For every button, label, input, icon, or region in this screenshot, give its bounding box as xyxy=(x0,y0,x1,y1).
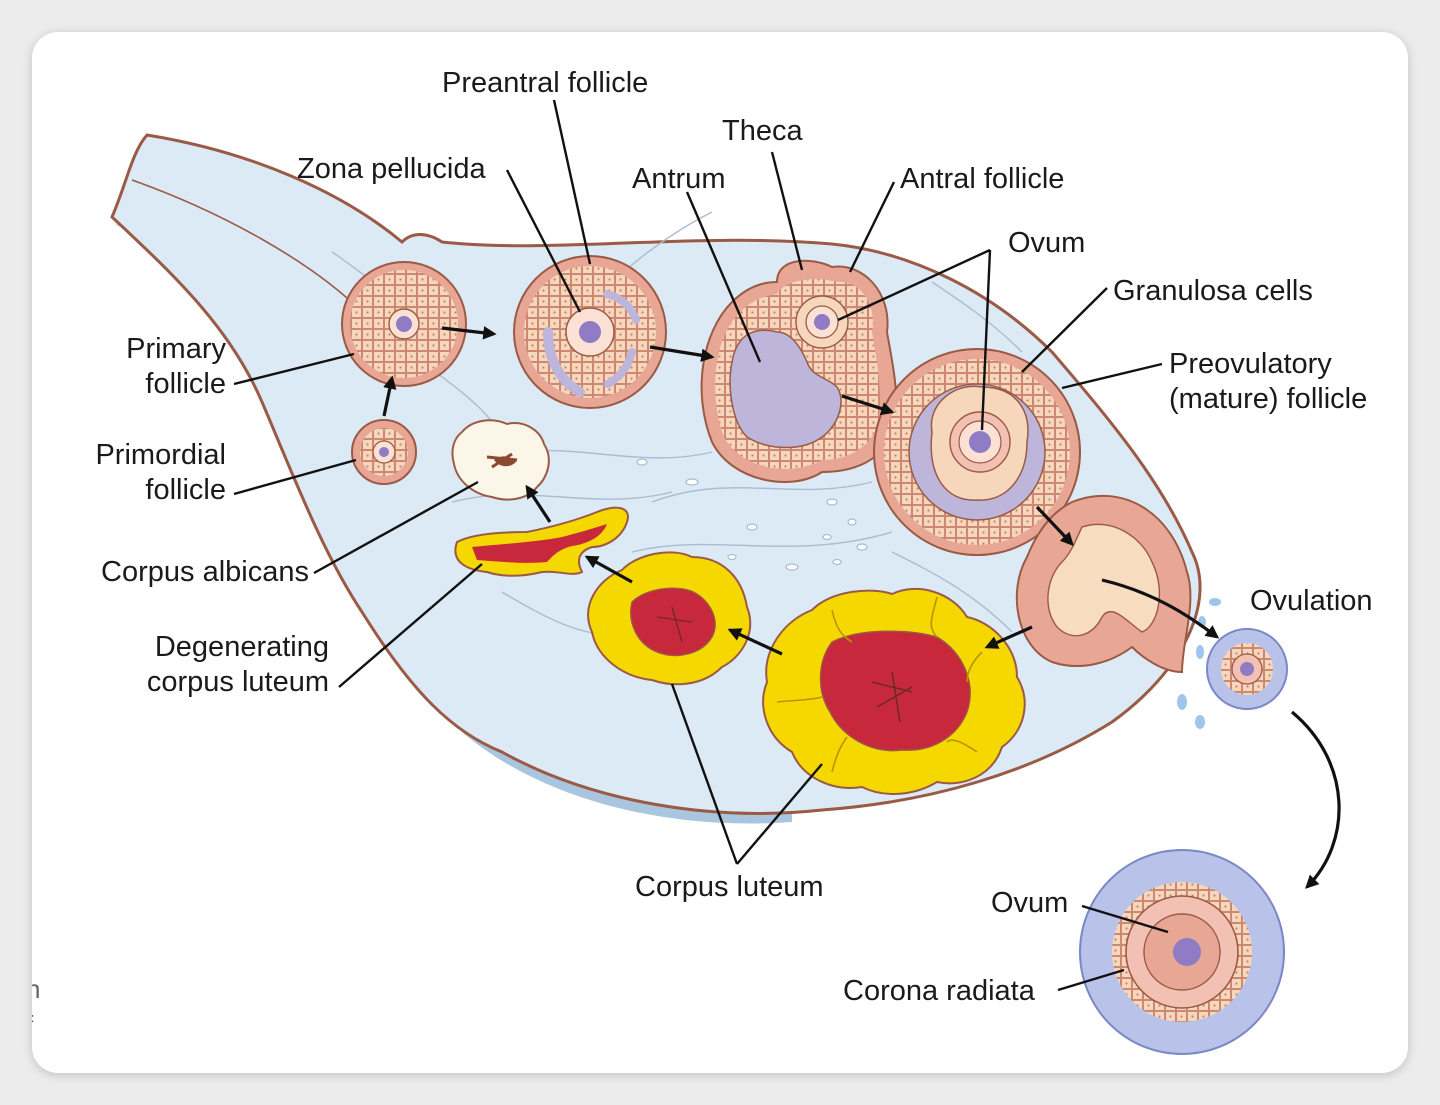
sequence-arrows xyxy=(382,326,1341,889)
stroma-cells xyxy=(636,458,868,571)
corpus-luteum-large xyxy=(762,587,1026,795)
ligament-line xyxy=(131,179,363,313)
degenerating-corpus-luteum xyxy=(454,506,629,577)
label-primordial-follicle-line1: Primordial xyxy=(95,439,226,471)
ovum-corona-radiata-large xyxy=(1079,849,1285,1055)
label-corpus-luteum: Corpus luteum xyxy=(635,871,824,903)
label-ovum: Ovum xyxy=(1008,227,1085,259)
label-zona-pellucida: Zona pellucida xyxy=(297,153,486,185)
label-degenerating-line1: Degenerating xyxy=(155,631,329,663)
primary-follicle xyxy=(341,261,467,387)
label-primordial-follicle-line2: follicle xyxy=(145,474,226,506)
label-granulosa-cells: Granulosa cells xyxy=(1113,275,1313,307)
leader-lines xyxy=(233,99,1169,992)
corpus-albicans xyxy=(451,419,550,501)
label-antral-follicle: Antral follicle xyxy=(900,163,1064,195)
label-ovum-released: Ovum xyxy=(991,887,1068,919)
label-degenerating-line2: corpus luteum xyxy=(147,666,329,698)
preantral-follicle xyxy=(513,255,667,409)
preovulatory-follicle xyxy=(873,348,1081,556)
label-theca: Theca xyxy=(722,115,803,147)
label-primary-follicle-line2: follicle xyxy=(145,368,226,400)
label-preovulatory-line1: Preovulatory xyxy=(1169,348,1332,380)
label-preantral-follicle: Preantral follicle xyxy=(442,67,648,99)
primordial-follicle xyxy=(351,419,417,485)
label-corona-radiata: Corona radiata xyxy=(843,975,1036,1007)
label-corpus-albicans: Corpus albicans xyxy=(101,556,309,588)
figure-card: Preantral follicle Theca Zona pellucida … xyxy=(32,32,1408,1073)
label-antrum: Antrum xyxy=(632,163,725,195)
ovarian-cycle-diagram: Preantral follicle Theca Zona pellucida … xyxy=(95,67,1373,1055)
corpus-luteum-small xyxy=(587,551,752,686)
antral-follicle xyxy=(700,259,898,483)
labels: Preantral follicle Theca Zona pellucida … xyxy=(95,67,1372,1007)
label-primary-follicle-line1: Primary xyxy=(126,333,226,365)
label-ovulation: Ovulation xyxy=(1250,585,1373,617)
label-preovulatory-line2: (mature) follicle xyxy=(1169,383,1367,415)
cropped-text-fragment: n xyxy=(32,974,41,1004)
cropped-text-fragment: f xyxy=(32,1010,33,1041)
